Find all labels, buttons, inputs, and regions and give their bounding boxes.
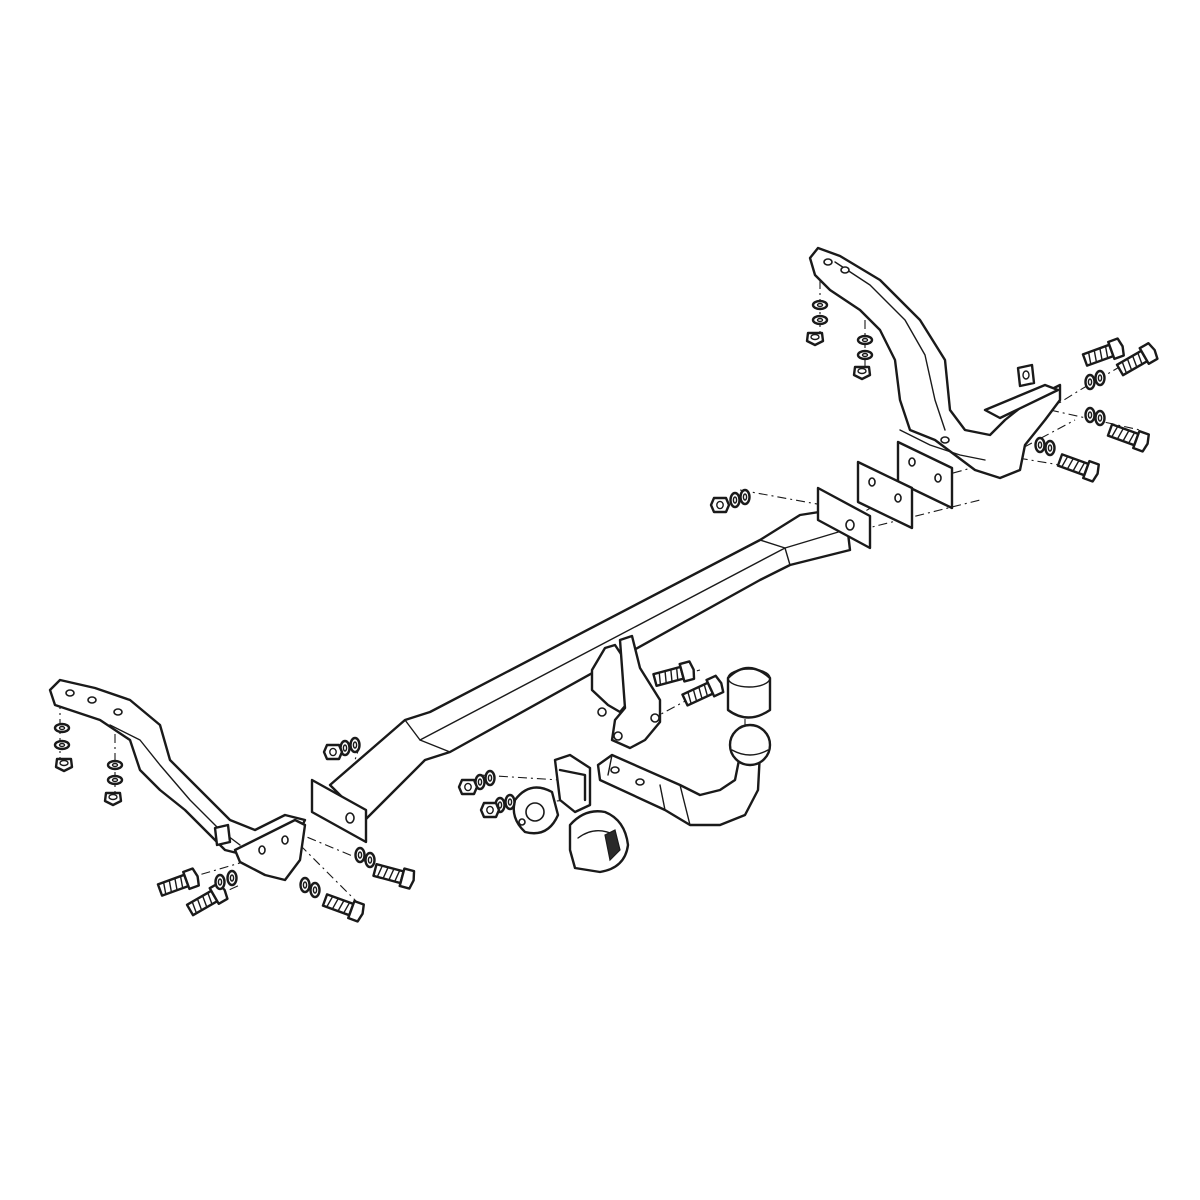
spacer-plates: [856, 440, 954, 530]
left-side-bracket: [48, 678, 307, 882]
right-side-bracket: [808, 246, 1062, 480]
main-crossbar: [310, 486, 872, 844]
tow-ball-cap: [726, 666, 772, 719]
tow-ball-neck: [596, 723, 772, 827]
electrical-socket: [512, 753, 592, 835]
socket-cover: [568, 810, 630, 874]
